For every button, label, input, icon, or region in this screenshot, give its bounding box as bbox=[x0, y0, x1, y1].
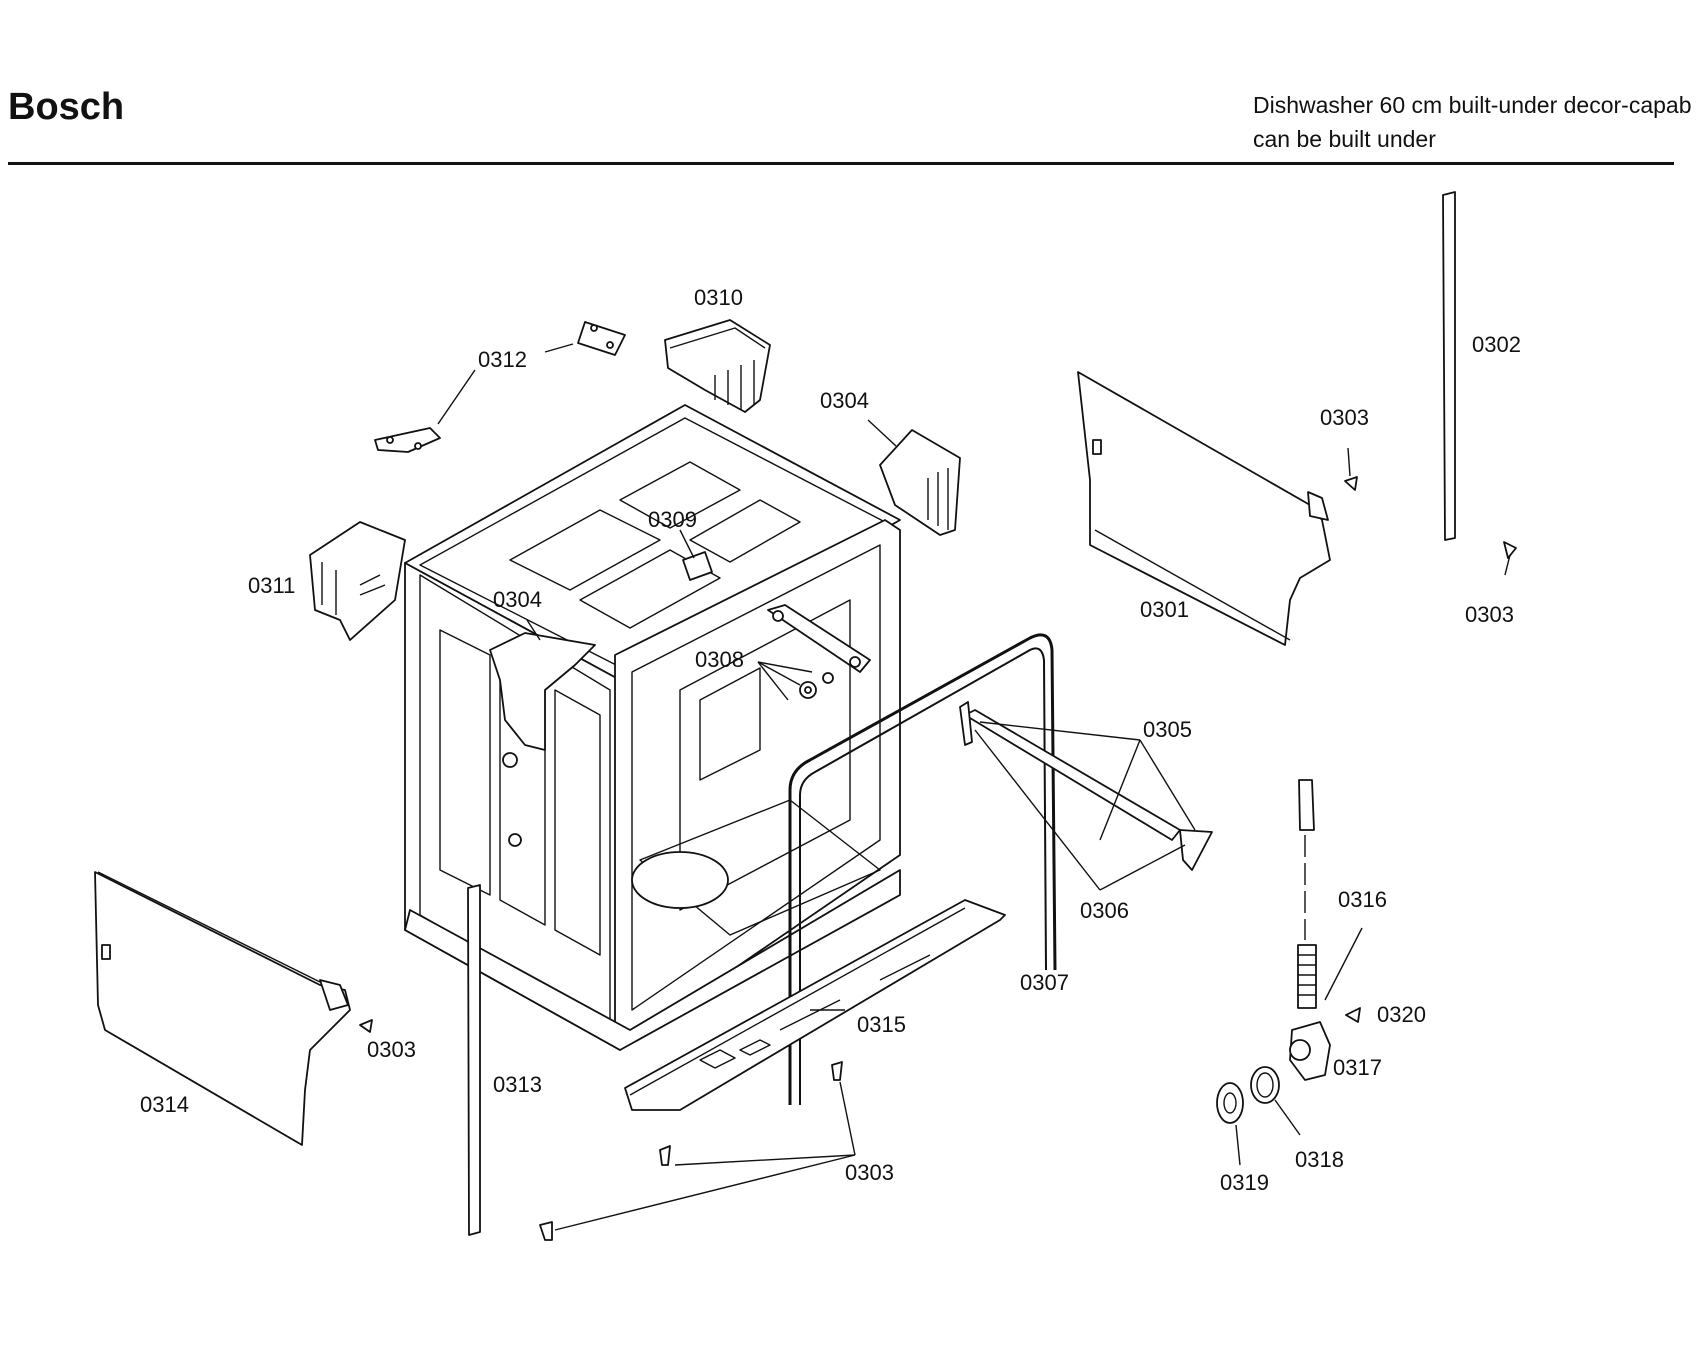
part-0309-clip bbox=[679, 529, 713, 581]
callout-0303-d: 0303 bbox=[845, 1160, 894, 1185]
part-0305-rail bbox=[959, 701, 1213, 891]
part-0311-bracket-left bbox=[309, 521, 406, 641]
callout-0314: 0314 bbox=[140, 1092, 189, 1117]
diagram-title: Dishwasher 60 cm built-under decor-capab… bbox=[1253, 88, 1692, 156]
callout-0306: 0306 bbox=[1080, 898, 1129, 923]
part-0304-bracket-right bbox=[867, 419, 961, 536]
callout-0317: 0317 bbox=[1333, 1055, 1382, 1080]
part-0302-seal-strip bbox=[1442, 191, 1456, 541]
callout-0310: 0310 bbox=[694, 285, 743, 310]
callout-0315: 0315 bbox=[857, 1012, 906, 1037]
callout-0316: 0316 bbox=[1338, 887, 1387, 912]
callout-0312: 0312 bbox=[478, 347, 527, 372]
part-0319-cap bbox=[1216, 1082, 1244, 1166]
callout-0318: 0318 bbox=[1295, 1147, 1344, 1172]
header-rule bbox=[8, 162, 1674, 165]
title-line-1: Dishwasher 60 cm built-under decor-capab bbox=[1253, 92, 1692, 118]
callout-0308: 0308 bbox=[695, 647, 744, 672]
part-0303-screws bbox=[359, 447, 1517, 1241]
callout-0311: 0311 bbox=[248, 573, 295, 598]
part-0308-rail bbox=[757, 604, 871, 701]
callout-0304-b: 0304 bbox=[493, 587, 542, 612]
part-0314-panel-left bbox=[94, 871, 351, 1146]
part-0304-bracket-tub bbox=[489, 619, 596, 751]
callout-0320: 0320 bbox=[1377, 1002, 1426, 1027]
callout-0304-a: 0304 bbox=[820, 388, 869, 413]
callout-0313: 0313 bbox=[493, 1072, 542, 1097]
part-0307-door-gasket bbox=[788, 633, 1057, 1105]
callout-0305: 0305 bbox=[1143, 717, 1192, 742]
part-0312-brackets bbox=[374, 321, 626, 453]
callout-0303-b: 0303 bbox=[1465, 602, 1514, 627]
part-0315-base-plate bbox=[624, 899, 1006, 1111]
callout-0307: 0307 bbox=[1020, 970, 1069, 995]
callout-0302: 0302 bbox=[1472, 332, 1521, 357]
part-0301-panel-right bbox=[1077, 371, 1331, 646]
callout-0319: 0319 bbox=[1220, 1170, 1269, 1195]
part-0318-nut bbox=[1250, 1066, 1301, 1136]
callout-0303-a: 0303 bbox=[1320, 405, 1369, 430]
callout-0303-c: 0303 bbox=[367, 1037, 416, 1062]
brand-name: Bosch bbox=[8, 86, 125, 128]
part-0320-screw bbox=[1345, 1007, 1361, 1023]
callout-0309: 0309 bbox=[648, 507, 697, 532]
part-0313-seal-strip bbox=[467, 884, 481, 1236]
part-0310-hinge-block bbox=[664, 319, 771, 413]
part-0316-drain-hose bbox=[1297, 779, 1363, 1009]
callout-0301: 0301 bbox=[1140, 597, 1189, 622]
part-0317-elbow bbox=[1289, 1021, 1331, 1081]
title-line-2: can be built under bbox=[1253, 126, 1436, 152]
